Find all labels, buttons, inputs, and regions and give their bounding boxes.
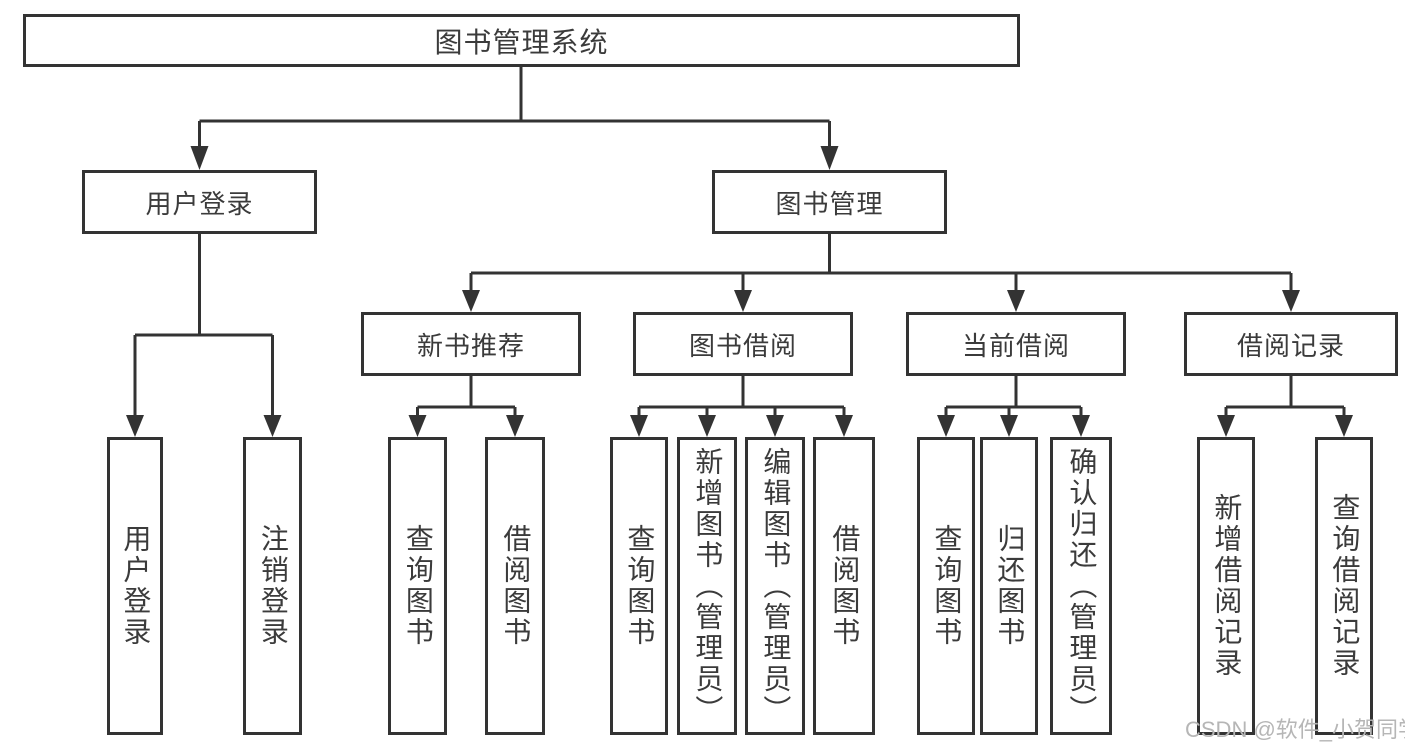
node-library-management-system: 图书管理系统 bbox=[23, 14, 1020, 67]
node-label: 归还图书 bbox=[994, 524, 1026, 648]
leaf-bb-query-books: 查询图书 bbox=[610, 437, 668, 735]
leaf-nbr-query-books: 查询图书 bbox=[388, 437, 447, 735]
leaf-cb-query-books: 查询图书 bbox=[917, 437, 975, 735]
node-book-borrowing: 图书借阅 bbox=[633, 312, 853, 376]
node-current-borrowing: 当前借阅 bbox=[906, 312, 1126, 376]
leaf-bb-edit-books-admin: 编辑图书（管理员） bbox=[745, 437, 805, 735]
node-label: 查询借阅记录 bbox=[1329, 493, 1361, 679]
node-label: 编辑图书（管理员） bbox=[760, 446, 792, 726]
node-label: 新书推荐 bbox=[416, 330, 525, 361]
node-book-management: 图书管理 bbox=[712, 170, 947, 234]
node-label: 注销登录 bbox=[257, 524, 289, 648]
node-label: 图书借阅 bbox=[688, 330, 797, 361]
node-label: 图书管理 bbox=[775, 188, 884, 219]
node-new-book-recommend: 新书推荐 bbox=[361, 312, 581, 376]
leaf-br-add-record: 新增借阅记录 bbox=[1197, 437, 1255, 735]
node-label: 查询图书 bbox=[624, 524, 656, 648]
node-label: 借阅图书 bbox=[500, 524, 532, 648]
leaf-user-login: 用户登录 bbox=[107, 437, 163, 735]
node-label: 当前借阅 bbox=[961, 330, 1070, 361]
node-label: 查询图书 bbox=[402, 524, 434, 648]
node-label: 图书管理系统 bbox=[434, 26, 609, 58]
node-label: 查询图书 bbox=[931, 524, 963, 648]
node-label: 新增借阅记录 bbox=[1211, 493, 1243, 679]
arrowheads bbox=[126, 146, 1353, 437]
node-label: 新增图书（管理员） bbox=[692, 446, 724, 726]
node-user-login: 用户登录 bbox=[82, 170, 317, 234]
node-label: 用户登录 bbox=[120, 524, 152, 648]
leaf-logout: 注销登录 bbox=[243, 437, 302, 735]
leaf-br-query-record: 查询借阅记录 bbox=[1315, 437, 1373, 735]
leaf-nbr-borrow-books: 借阅图书 bbox=[485, 437, 545, 735]
leaf-bb-borrow-books: 借阅图书 bbox=[813, 437, 875, 735]
node-label: 确认归还（管理员） bbox=[1066, 446, 1098, 726]
leaf-bb-add-books-admin: 新增图书（管理员） bbox=[677, 437, 737, 735]
node-borrowing-records: 借阅记录 bbox=[1184, 312, 1398, 376]
node-label: 借阅记录 bbox=[1236, 330, 1345, 361]
csdn-watermark: CSDN @软件_小贺同学 bbox=[1185, 717, 1405, 742]
node-label: 用户登录 bbox=[145, 188, 254, 219]
leaf-cb-confirm-return-admin: 确认归还（管理员） bbox=[1050, 437, 1112, 735]
node-label: 借阅图书 bbox=[829, 524, 861, 648]
leaf-cb-return-books: 归还图书 bbox=[980, 437, 1038, 735]
